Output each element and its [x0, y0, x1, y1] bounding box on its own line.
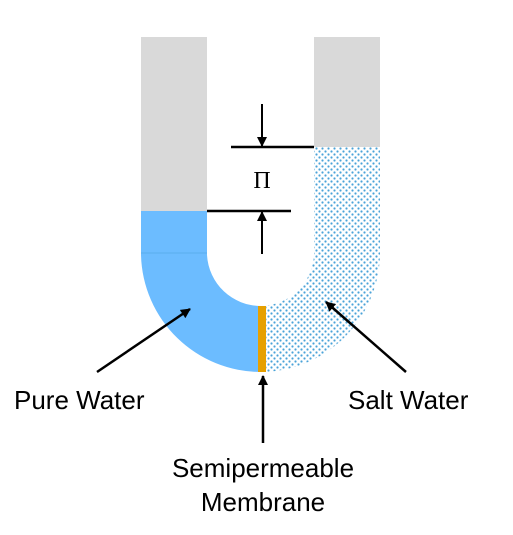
pure-water-region: [141, 211, 261, 372]
pure-water-arrow: [96, 307, 191, 374]
membrane-label: Semipermeable Membrane: [0, 451, 513, 519]
salt-water-arrow: [325, 301, 407, 373]
salt-water-label: Salt Water: [348, 385, 469, 415]
left-tube-empty: [141, 37, 207, 211]
right-tube-empty: [314, 37, 380, 147]
salt-water-region: [261, 147, 380, 372]
osmotic-pressure-symbol: Π: [253, 168, 271, 194]
membrane: [258, 306, 266, 372]
membrane-label-line2: Membrane: [200, 487, 326, 517]
pure-water-label: Pure Water: [14, 385, 145, 415]
membrane-label-line1: Semipermeable: [171, 453, 355, 483]
